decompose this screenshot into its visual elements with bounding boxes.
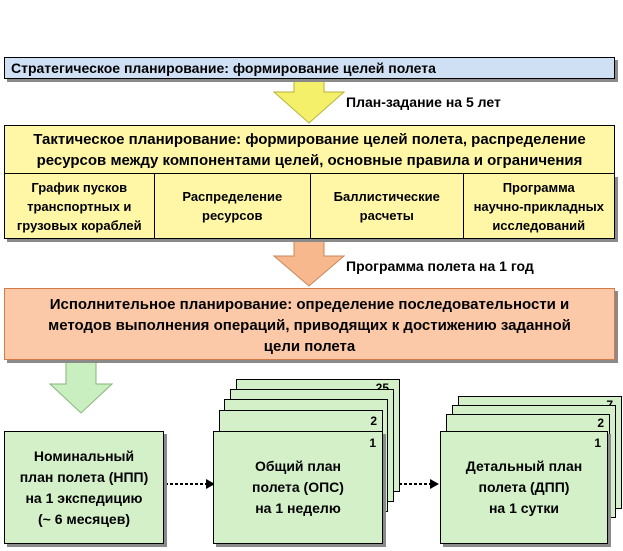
arrow2-label: Программа полета на 1 год [346, 258, 534, 274]
cell-line: научно-прикладных [473, 198, 604, 214]
executive-planning-line2: методов выполнения операций, приводящих … [48, 317, 571, 334]
executive-planning-box: Исполнительное планирование: определение… [4, 288, 615, 360]
dpp-page-number-1: 1 [594, 436, 601, 450]
strategic-planning-text: Стратегическое планирование: формировани… [11, 60, 436, 76]
plan-box-npp: Номинальный план полета (НПП) на 1 экспе… [4, 431, 164, 544]
plan-line: (~ 6 месяцев) [38, 510, 130, 527]
plan-line: Общий план [254, 458, 342, 474]
tactical-cell-resource-allocation: Распределение ресурсов [155, 174, 311, 238]
cell-line: грузовых кораблей [16, 217, 142, 233]
cell-line: Программа [502, 179, 575, 195]
ops-page-number-2: 2 [370, 414, 377, 428]
arrow-tactical-to-executive [272, 239, 346, 287]
cell-line: Баллистические [333, 189, 440, 204]
cell-line: расчеты [359, 208, 414, 223]
plan-line: на 1 неделю [255, 500, 341, 516]
executive-planning-line1: Исполнительное планирование: определение… [49, 296, 570, 313]
tactical-subtasks-row: График пусков транспортных и грузовых ко… [4, 174, 615, 239]
tactical-planning-line1: Тактическое планирование: формирование ц… [33, 131, 586, 148]
plan-line: на 1 экспедицию [25, 489, 143, 506]
plan-line: Номинальный [33, 447, 135, 464]
plan-line: полета (ОПС) [252, 479, 344, 495]
arrow-strategic-to-tactical [272, 79, 346, 124]
cell-line: График пусков [31, 179, 128, 195]
cell-line: исследований [492, 217, 586, 233]
cell-line: транспортных и [27, 198, 132, 214]
connector-npp-to-ops-head [206, 479, 215, 489]
connector-ops-to-dpp-head [430, 479, 439, 489]
arrow-executive-to-npp [48, 361, 114, 414]
plan-box-dpp: 1 Детальный план полета (ДПП) на 1 сутки [440, 431, 608, 544]
cell-line: Распределение [182, 189, 283, 204]
ops-page-number-1: 1 [369, 436, 376, 450]
tactical-cell-research-program: Программа научно-прикладных исследований [464, 174, 615, 238]
plan-line: полета (ДПП) [478, 479, 570, 495]
tactical-planning-line2: ресурсов между компонентами целей, основ… [36, 152, 583, 169]
strategic-planning-box: Стратегическое планирование: формировани… [4, 57, 615, 79]
cell-line: ресурсов [202, 208, 263, 223]
executive-planning-line3: цели полета [263, 338, 356, 355]
dpp-page-number-2: 2 [597, 416, 604, 430]
tactical-cell-launch-schedule: График пусков транспортных и грузовых ко… [5, 174, 155, 238]
tactical-planning-box: Тактическое планирование: формирование ц… [4, 125, 615, 174]
tactical-cell-ballistics: Баллистические расчеты [311, 174, 464, 238]
plan-line: план полета (НПП) [19, 468, 149, 485]
arrow1-label: План-задание на 5 лет [346, 94, 501, 110]
plan-box-ops: 1 Общий план полета (ОПС) на 1 неделю [213, 431, 383, 544]
plan-line: на 1 сутки [488, 500, 559, 516]
plan-line: Детальный план [465, 458, 583, 474]
